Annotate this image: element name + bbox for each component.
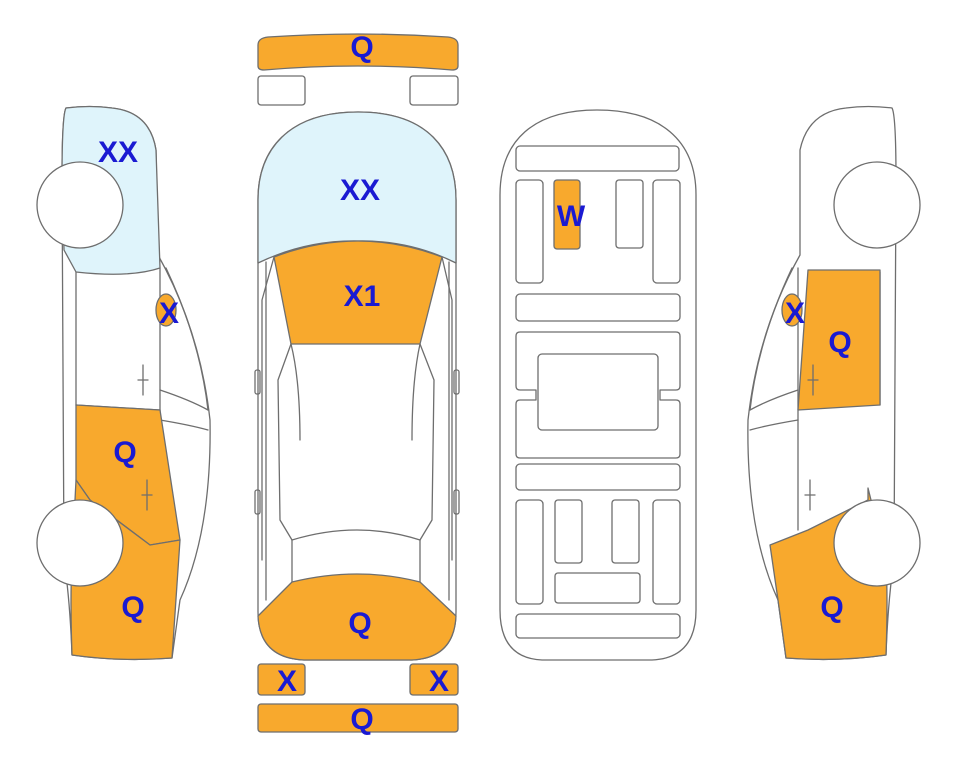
left-rear-wheel	[36, 161, 124, 249]
rear-bumper-part[interactable]	[257, 703, 459, 733]
left-front-wheel	[36, 499, 124, 587]
right-front-door-part[interactable]	[797, 269, 881, 411]
roof-label: X1	[344, 280, 381, 313]
rear-lamp-right-part[interactable]	[409, 663, 459, 696]
right-front-wheel	[833, 499, 921, 587]
underbody-outline	[499, 109, 697, 661]
roof-part[interactable]	[273, 240, 443, 345]
left-pillar-part[interactable]	[155, 293, 177, 327]
left-side-view: XX X Q Q	[36, 105, 211, 661]
headlamp-right	[409, 75, 459, 106]
right-front-door-label: Q	[828, 326, 851, 359]
top-view: Q XX X1 Q X X Q	[254, 31, 460, 736]
right-pillar-label: X	[785, 297, 805, 330]
rear-window-part[interactable]	[257, 573, 457, 661]
front-bumper-part[interactable]	[257, 33, 459, 71]
left-front-door-label: Q	[113, 436, 136, 469]
front-bumper-label: Q	[350, 31, 373, 64]
right-front-fender-label: Q	[820, 591, 843, 624]
right-pillar-part[interactable]	[781, 293, 803, 327]
underbody-view: W	[499, 109, 697, 661]
hood-windshield-label: XX	[340, 174, 380, 207]
left-rear-glass-label: XX	[98, 136, 138, 169]
rear-lamp-right-label: X	[429, 665, 449, 698]
rear-bumper-label: Q	[350, 703, 373, 736]
right-side-view: X Q Q	[747, 105, 921, 661]
left-front-fender-label: Q	[121, 591, 144, 624]
rear-lamp-left-label: X	[277, 665, 297, 698]
underbody-panel-label: W	[557, 200, 586, 233]
rear-window-label: Q	[348, 607, 371, 640]
headlamp-left	[257, 75, 306, 106]
rear-lamp-left-part[interactable]	[257, 663, 306, 696]
underbody-panel-part[interactable]	[553, 179, 581, 250]
right-rear-wheel	[833, 161, 921, 249]
left-pillar-label: X	[159, 297, 179, 330]
